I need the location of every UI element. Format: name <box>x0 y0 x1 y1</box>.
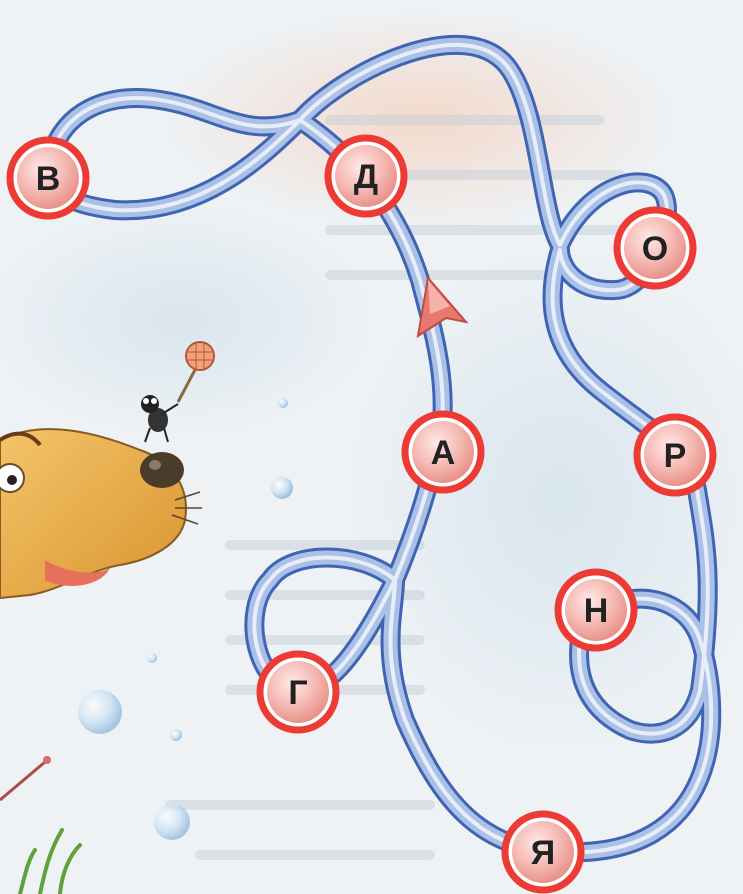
badge-letter: Д <box>354 158 378 196</box>
letter-badge-o[interactable]: О <box>617 210 693 286</box>
badge-letter: А <box>431 434 456 472</box>
letter-badge-g[interactable]: Г <box>260 654 336 730</box>
letter-badge-v[interactable]: В <box>10 140 86 216</box>
badge-letter: Н <box>584 592 609 630</box>
letter-badge-ya[interactable]: Я <box>505 814 581 890</box>
badge-letter: В <box>36 160 61 198</box>
badge-letter: Я <box>531 834 555 872</box>
letter-badge-a[interactable]: А <box>405 414 481 490</box>
badge-letter: Р <box>664 437 687 475</box>
letter-badge-n[interactable]: Н <box>558 572 634 648</box>
letter-badge-r[interactable]: Р <box>637 417 713 493</box>
badge-letter: Г <box>288 674 307 712</box>
letter-badge-d[interactable]: Д <box>328 138 404 214</box>
badge-letter: О <box>642 230 668 268</box>
